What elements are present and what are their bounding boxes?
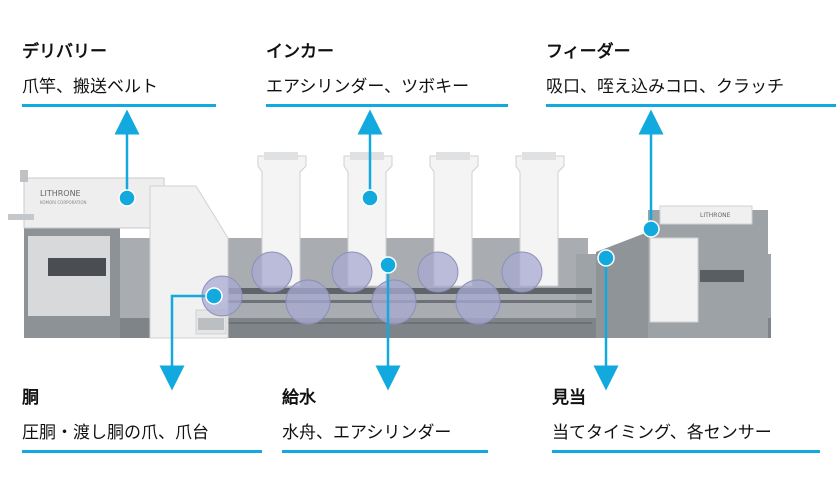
register-desc: 当てタイミング、各センサー [552, 423, 772, 443]
cylinder-dot [205, 287, 223, 305]
dampening-label: 給水 水舟、エアシリンダー [282, 388, 488, 453]
register-dot [597, 249, 615, 267]
delivery-dot [118, 189, 136, 207]
feeder-dot [642, 220, 660, 238]
delivery-brand-subtext: KOMORI CORPORATION [40, 200, 86, 205]
delivery-unit: LITHRONE KOMORI CORPORATION [8, 170, 229, 339]
cylinder-title: 胴 [22, 388, 39, 408]
delivery-brand-text: LITHRONE [40, 189, 81, 198]
callout-dots [118, 189, 660, 305]
dampening-desc: 水舟、エアシリンダー [282, 423, 452, 443]
feeder-underline [546, 104, 836, 107]
dampening-dot [379, 256, 397, 274]
cylinder-desc: 圧胴・渡し胴の爪、爪台 [22, 423, 209, 443]
feeder-title: フィーダー [546, 42, 631, 62]
feeder-unit: LITHRONE [596, 205, 768, 338]
register-underline [552, 450, 820, 453]
cylinder-label: 胴 圧胴・渡し胴の爪、爪台 [22, 388, 262, 453]
feeder-desc: 吸口、咥え込みコロ、クラッチ [546, 77, 784, 97]
register-label: 見当 当てタイミング、各センサー [552, 388, 820, 453]
dampening-underline [282, 450, 488, 453]
feeder-label: フィーダー 吸口、咥え込みコロ、クラッチ [546, 42, 836, 107]
cylinder-underline [22, 450, 262, 453]
delivery-desc: 爪竿、搬送ベルト [22, 77, 158, 97]
dampening-title: 給水 [282, 388, 316, 408]
callout-lines [114, 109, 664, 391]
delivery-label: デリバリー 爪竿、搬送ベルト [22, 42, 216, 107]
inker-desc: エアシリンダー、ツボキー [266, 77, 470, 97]
delivery-title: デリバリー [22, 42, 107, 62]
register-title: 見当 [552, 388, 586, 408]
delivery-underline [22, 104, 216, 107]
cylinders [201, 251, 543, 325]
feeder-brand-text: LITHRONE [700, 212, 731, 219]
inker-underline [266, 104, 508, 107]
inker-title: インカー [266, 42, 334, 62]
inker-dot [361, 189, 379, 207]
inker-label: インカー エアシリンダー、ツボキー [266, 42, 508, 107]
